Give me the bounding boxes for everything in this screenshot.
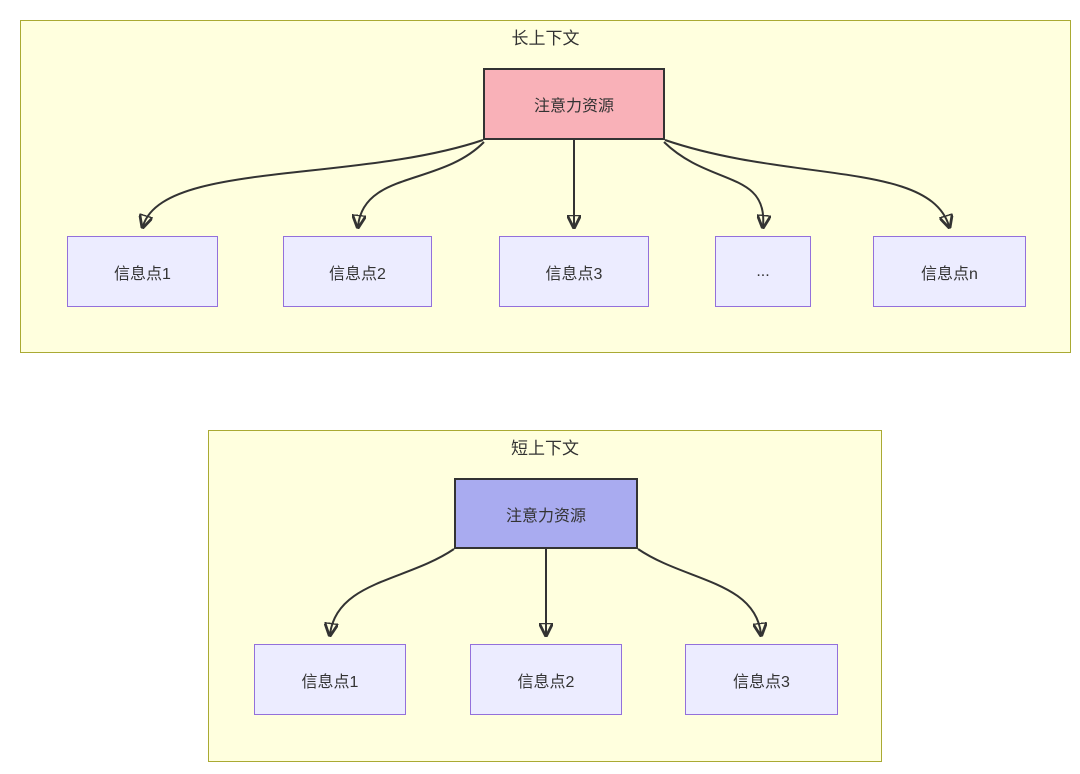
info-node-ellipsis-long: ... [715, 236, 811, 307]
panel-short-context-title: 短上下文 [511, 439, 579, 458]
attention-resource-node-short: 注意力资源 [454, 478, 638, 549]
info-node-3-long: 信息点3 [499, 236, 649, 307]
info-node-1-long: 信息点1 [67, 236, 218, 307]
arrow-short-to-info1 [330, 548, 455, 634]
attention-resource-node-long: 注意力资源 [483, 68, 665, 140]
info-node-n-long: 信息点n [873, 236, 1026, 307]
info-node-2-short: 信息点2 [470, 644, 622, 715]
panel-long-context: 长上下文 注意力资源 信息点1 信息点2 信息点3 ... 信息点n [20, 20, 1071, 353]
panel-long-context-title: 长上下文 [511, 29, 580, 48]
arrow-long-to-ellipsis [663, 141, 763, 226]
arrow-long-to-info1 [143, 139, 484, 226]
arrow-long-to-info2 [358, 141, 485, 226]
info-node-3-short: 信息点3 [685, 644, 838, 715]
info-node-2-long: 信息点2 [283, 236, 432, 307]
arrow-long-to-infon [664, 139, 949, 226]
panel-short-context: 短上下文 注意力资源 信息点1 信息点2 信息点3 [208, 430, 882, 762]
info-node-1-short: 信息点1 [254, 644, 406, 715]
arrow-short-to-info3 [637, 548, 761, 634]
